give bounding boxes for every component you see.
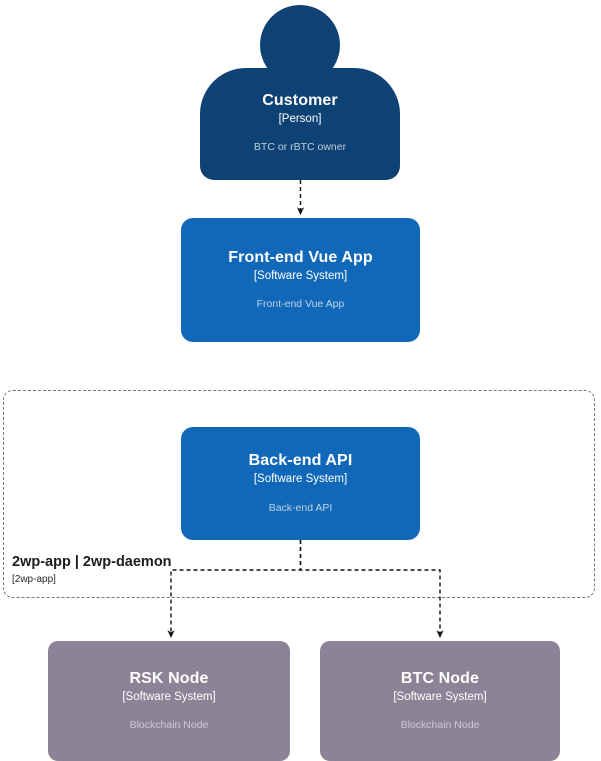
node-frontend-type: [Software System]: [253, 269, 348, 282]
boundary-name: 2wp-app | 2wp-daemon: [12, 554, 172, 570]
node-rsk-title: RSK Node: [129, 669, 209, 687]
node-btc-title: BTC Node: [400, 669, 480, 687]
node-frontend-description: Front-end Vue App: [256, 298, 345, 311]
node-backend-type: [Software System]: [253, 473, 348, 486]
node-btc-description: Blockchain Node: [400, 719, 480, 732]
node-rsk-type: [Software System]: [122, 690, 216, 703]
node-btc-type: [Software System]: [393, 690, 487, 703]
node-frontend-title: Front-end Vue App: [228, 248, 373, 266]
node-btc-node[interactable]: BTC Node [Software System] Blockchain No…: [320, 641, 560, 761]
node-customer-description: BTC or rBTC owner: [253, 141, 347, 154]
person-body: Customer [Person] BTC or rBTC owner: [200, 68, 400, 180]
node-customer-title: Customer: [262, 91, 338, 109]
node-customer[interactable]: Customer [Person] BTC or rBTC owner: [200, 5, 400, 180]
node-rsk-node[interactable]: RSK Node [Software System] Blockchain No…: [48, 641, 290, 761]
node-frontend-vue-app[interactable]: Front-end Vue App [Software System] Fron…: [181, 218, 420, 342]
boundary-label-group: 2wp-app | 2wp-daemon [2wp-app]: [12, 553, 312, 586]
node-rsk-description: Blockchain Node: [129, 719, 209, 732]
boundary-type: [2wp-app]: [12, 574, 56, 586]
node-customer-type: [Person]: [278, 112, 322, 125]
node-backend-api[interactable]: Back-end API [Software System] Back-end …: [181, 427, 420, 540]
node-backend-description: Back-end API: [268, 501, 333, 514]
node-backend-title: Back-end API: [248, 452, 353, 470]
